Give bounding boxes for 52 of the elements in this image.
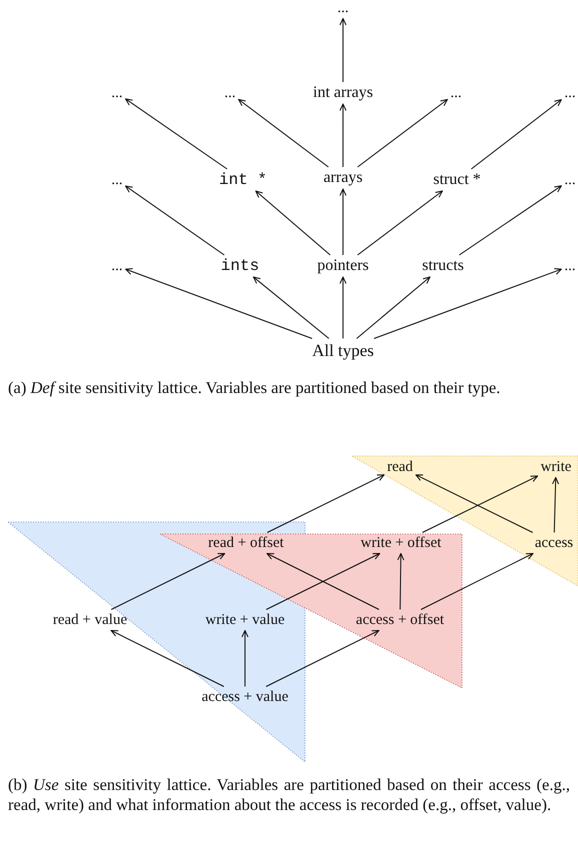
arrow [340,188,346,256]
lattice-label: ints [220,258,260,274]
lattice-label: pointers [317,258,369,274]
arrow [420,553,534,610]
figure-caption: (b) Use site sensitivity lattice. Variables are partitioned based on their access (e.g., read, write) and what information about the access is recorded (e.g., offset, value). [8,775,570,815]
arrow [125,98,228,170]
lattice-label: ... [337,0,349,16]
lattice-label: int * [218,172,267,188]
lattice-label: read + offset [208,536,284,550]
lattice-label: ... [564,258,576,274]
lattice-label: write + value [205,612,285,628]
lattice-label: ... [564,172,576,188]
lattice-label: read + value [52,612,128,628]
arrow [340,104,346,168]
arrow [552,477,560,533]
arrow [110,553,226,610]
arrow [458,185,562,256]
lattice-label: read [387,460,413,474]
arrow [242,630,248,687]
lattice-label: access + value [202,690,288,704]
arrow [357,99,448,168]
arrow [470,99,562,170]
arrow [357,190,443,256]
lattice-label: ... [111,86,123,100]
arrow [340,276,346,339]
arrow [397,553,404,610]
lattice-label: ... [111,258,123,274]
arrow [252,276,330,339]
arrow [266,630,380,687]
arrow [125,268,313,339]
arrow [110,630,224,687]
arrow [125,186,225,256]
lattice-label: access + offset [356,612,444,628]
arrow [340,18,346,82]
lattice-label: structs [422,258,464,274]
lattice-label: arrays [323,170,363,186]
lattice-label: write [540,460,572,474]
arrow [374,268,562,339]
lattice-label: ... [224,86,236,100]
arrow [255,190,331,256]
arrow [266,474,385,533]
lattice-label: ... [111,172,123,188]
arrow [356,276,430,339]
figure-caption: (a) Def site sensitivity lattice. Variables are partitioned based on their type. [8,378,502,398]
lattice-label: access [534,536,574,550]
lattice-label: ... [564,86,576,100]
lattice-label: ... [450,86,462,100]
lattice-label: int arrays [313,85,373,101]
lattice-label: write + offset [360,536,442,550]
arrow [238,99,329,168]
lattice-label: struct * [433,172,481,188]
lattice-label: All types [312,342,374,358]
